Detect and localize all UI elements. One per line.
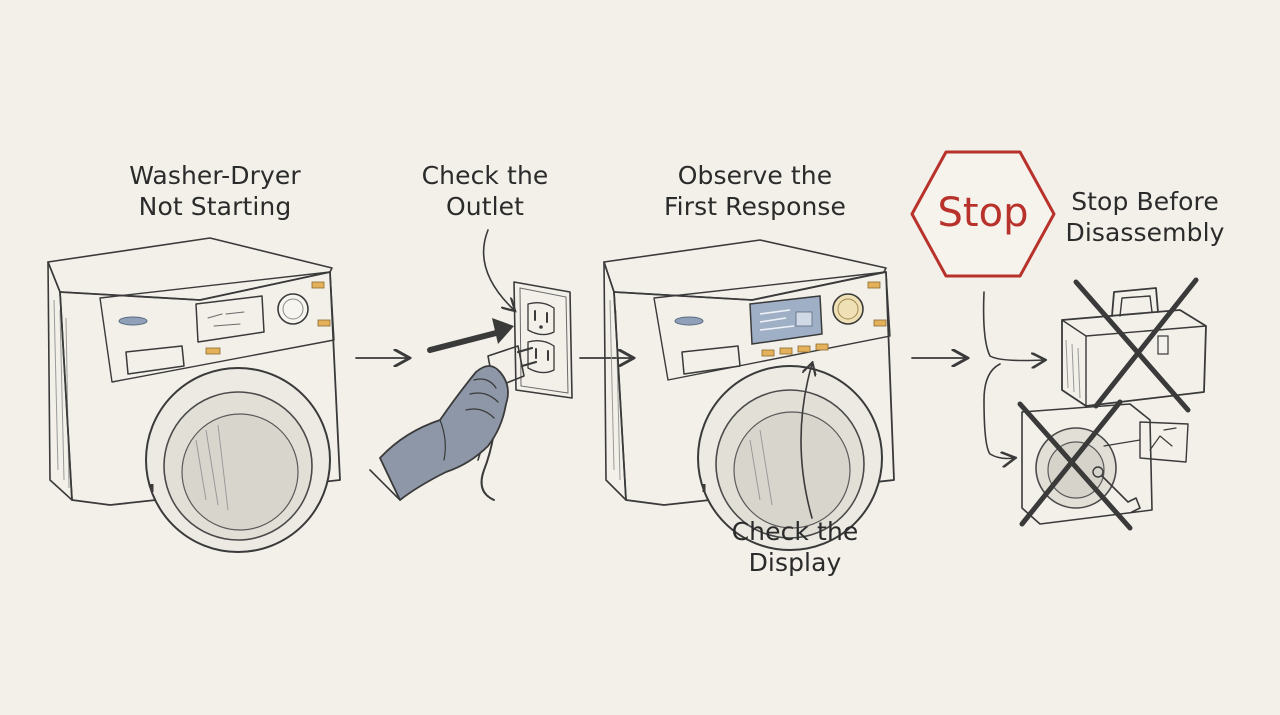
- step-4-label: Stop Before Disassembly: [1055, 186, 1235, 248]
- step-3-line-1: Observe the: [677, 161, 833, 190]
- gloved-hand-plug-icon: [369, 345, 538, 501]
- outlet-pointer-arrow: [482, 229, 514, 310]
- disassembly-crossed-icon: [1017, 399, 1189, 531]
- step-2-line-2: Outlet: [445, 192, 525, 221]
- display-callout-label: Check the Display: [700, 516, 890, 578]
- stop-sign-text: Stop: [937, 190, 1029, 236]
- callout-line-1: Check the: [731, 517, 859, 546]
- step-1-label: Washer-Dryer Not Starting: [95, 160, 335, 222]
- washer-dryer-icon: [603, 239, 895, 551]
- step-4-line-2: Disassembly: [1065, 218, 1225, 247]
- step-4-line-1: Stop Before: [1071, 187, 1219, 216]
- step-1-line-2: Not Starting: [138, 192, 292, 221]
- push-motion-arrow: [427, 329, 503, 353]
- display-pointer-arrow: [800, 364, 812, 519]
- step-1-line-1: Washer-Dryer: [129, 161, 301, 190]
- washer-dryer-icon: [47, 237, 341, 553]
- stop-sign-icon: [910, 150, 1056, 278]
- step-3-label: Observe the First Response: [630, 160, 880, 222]
- step-2-label: Check the Outlet: [385, 160, 585, 222]
- push-motion-arrowhead: [492, 318, 514, 344]
- branch-arrow-top: [982, 291, 1044, 361]
- wall-outlet-icon: [513, 281, 573, 399]
- callout-line-2: Display: [748, 548, 842, 577]
- toolbox-crossed-icon: [1061, 277, 1207, 413]
- step-2-line-1: Check the: [421, 161, 549, 190]
- branch-arrow-bottom: [983, 363, 1014, 459]
- step-3-line-2: First Response: [663, 192, 847, 221]
